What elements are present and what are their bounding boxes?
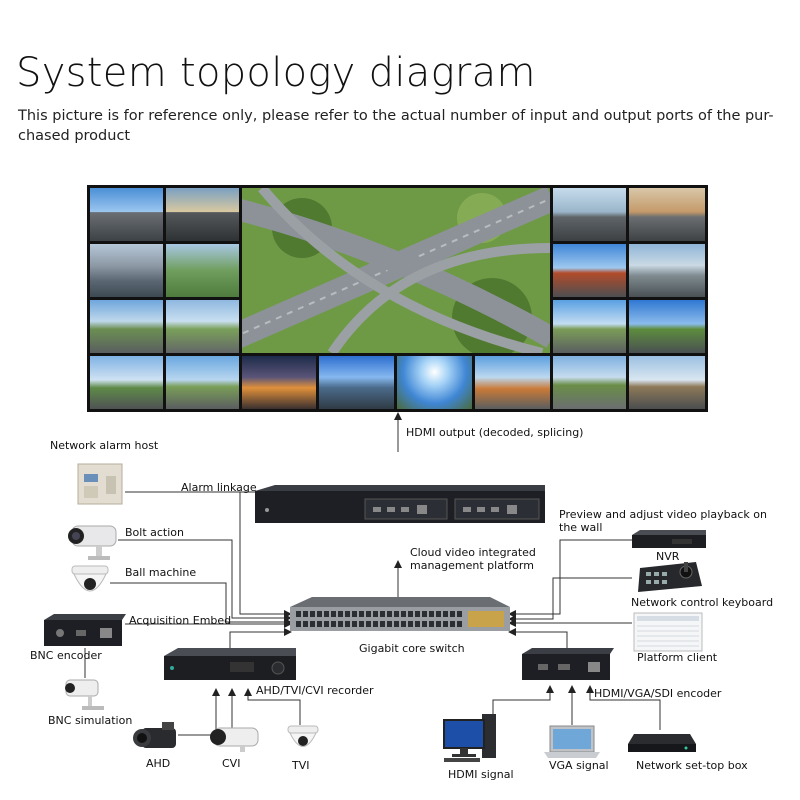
- gigabit-switch-label: Gigabit core switch: [359, 642, 465, 655]
- acquisition-embed-label: Acquisition Embed: [129, 614, 232, 627]
- wall-tile: [166, 300, 239, 353]
- wall-tile: [90, 356, 163, 409]
- network-alarm-host-label: Network alarm host: [50, 439, 159, 452]
- ahd-label: AHD: [146, 757, 171, 770]
- platform-client-label: Platform client: [637, 651, 718, 664]
- preview-adjust-label: Preview and adjust video playback on the…: [559, 508, 767, 534]
- wall-tile: [553, 244, 626, 297]
- vga-signal-label: VGA signal: [549, 759, 609, 772]
- wall-tile: [90, 188, 163, 241]
- nvr-label: NVR: [656, 550, 680, 563]
- hdmi-vga-sdi-encoder-label: HDMI/VGA/SDI encoder: [594, 687, 722, 700]
- bolt-camera: [62, 522, 118, 562]
- wall-tile: [629, 188, 705, 241]
- ahd-camcorder: [132, 720, 182, 756]
- wall-tile: [90, 300, 163, 353]
- hdmi-output-label: HDMI output (decoded, splicing): [406, 426, 584, 439]
- wall-tile: [553, 356, 626, 409]
- cvi-label: CVI: [222, 757, 241, 770]
- wall-tile: [475, 356, 550, 409]
- set-top-box: [628, 730, 696, 756]
- dome-camera: [68, 564, 112, 604]
- wall-tile: [553, 188, 626, 241]
- wall-tile: [319, 356, 394, 409]
- bnc-analog-camera: [62, 676, 110, 714]
- bolt-action-label: Bolt action: [125, 526, 185, 539]
- gigabit-switch: [290, 597, 510, 633]
- wall-tile: [166, 356, 239, 409]
- network-keyboard-label: Network control keyboard: [631, 596, 774, 609]
- cvi-camera: [206, 724, 260, 754]
- alarm-host-device: [76, 462, 124, 506]
- recorder-label: AHD/TVI/CVI recorder: [256, 684, 374, 697]
- set-top-box-label: Network set-top box: [636, 759, 748, 772]
- wall-tile: [90, 244, 163, 297]
- diagram-title: System topology diagram: [16, 50, 536, 96]
- wall-tile: [553, 300, 626, 353]
- wall-tile: [166, 244, 239, 297]
- bnc-encoder-device: [40, 614, 126, 650]
- laptop: [544, 724, 600, 760]
- cloud-platform-label: Cloud video integrated management platfo…: [410, 546, 536, 572]
- bnc-simulation-label: BNC simulation: [48, 714, 133, 727]
- hdmi-signal-label: HDMI signal: [448, 768, 514, 781]
- control-keyboard-device: [636, 560, 704, 596]
- platform-client-monitor: [633, 612, 703, 652]
- wall-tile: [629, 244, 705, 297]
- desktop-pc: [442, 712, 498, 764]
- highway-interchange-image: [242, 188, 550, 353]
- nvr-device: [632, 530, 706, 550]
- dvr-recorder: [160, 648, 300, 684]
- wall-main-tile: [242, 188, 550, 353]
- wall-tile: [397, 356, 472, 409]
- video-decoder: [255, 485, 545, 525]
- tvi-dome-camera: [286, 724, 320, 756]
- video-wall: [87, 185, 708, 412]
- bnc-encoder-label: BNC encoder: [30, 649, 102, 662]
- alarm-linkage-label: Alarm linkage: [181, 481, 257, 494]
- wall-tile: [629, 356, 705, 409]
- hdmi-vga-sdi-encoder-device: [518, 648, 614, 684]
- wall-tile: [166, 188, 239, 241]
- tvi-label: TVI: [292, 759, 310, 772]
- wall-tile: [629, 300, 705, 353]
- diagram-subtitle: This picture is for reference only, plea…: [18, 108, 774, 144]
- ball-machine-label: Ball machine: [125, 566, 197, 579]
- wall-tile: [242, 356, 316, 409]
